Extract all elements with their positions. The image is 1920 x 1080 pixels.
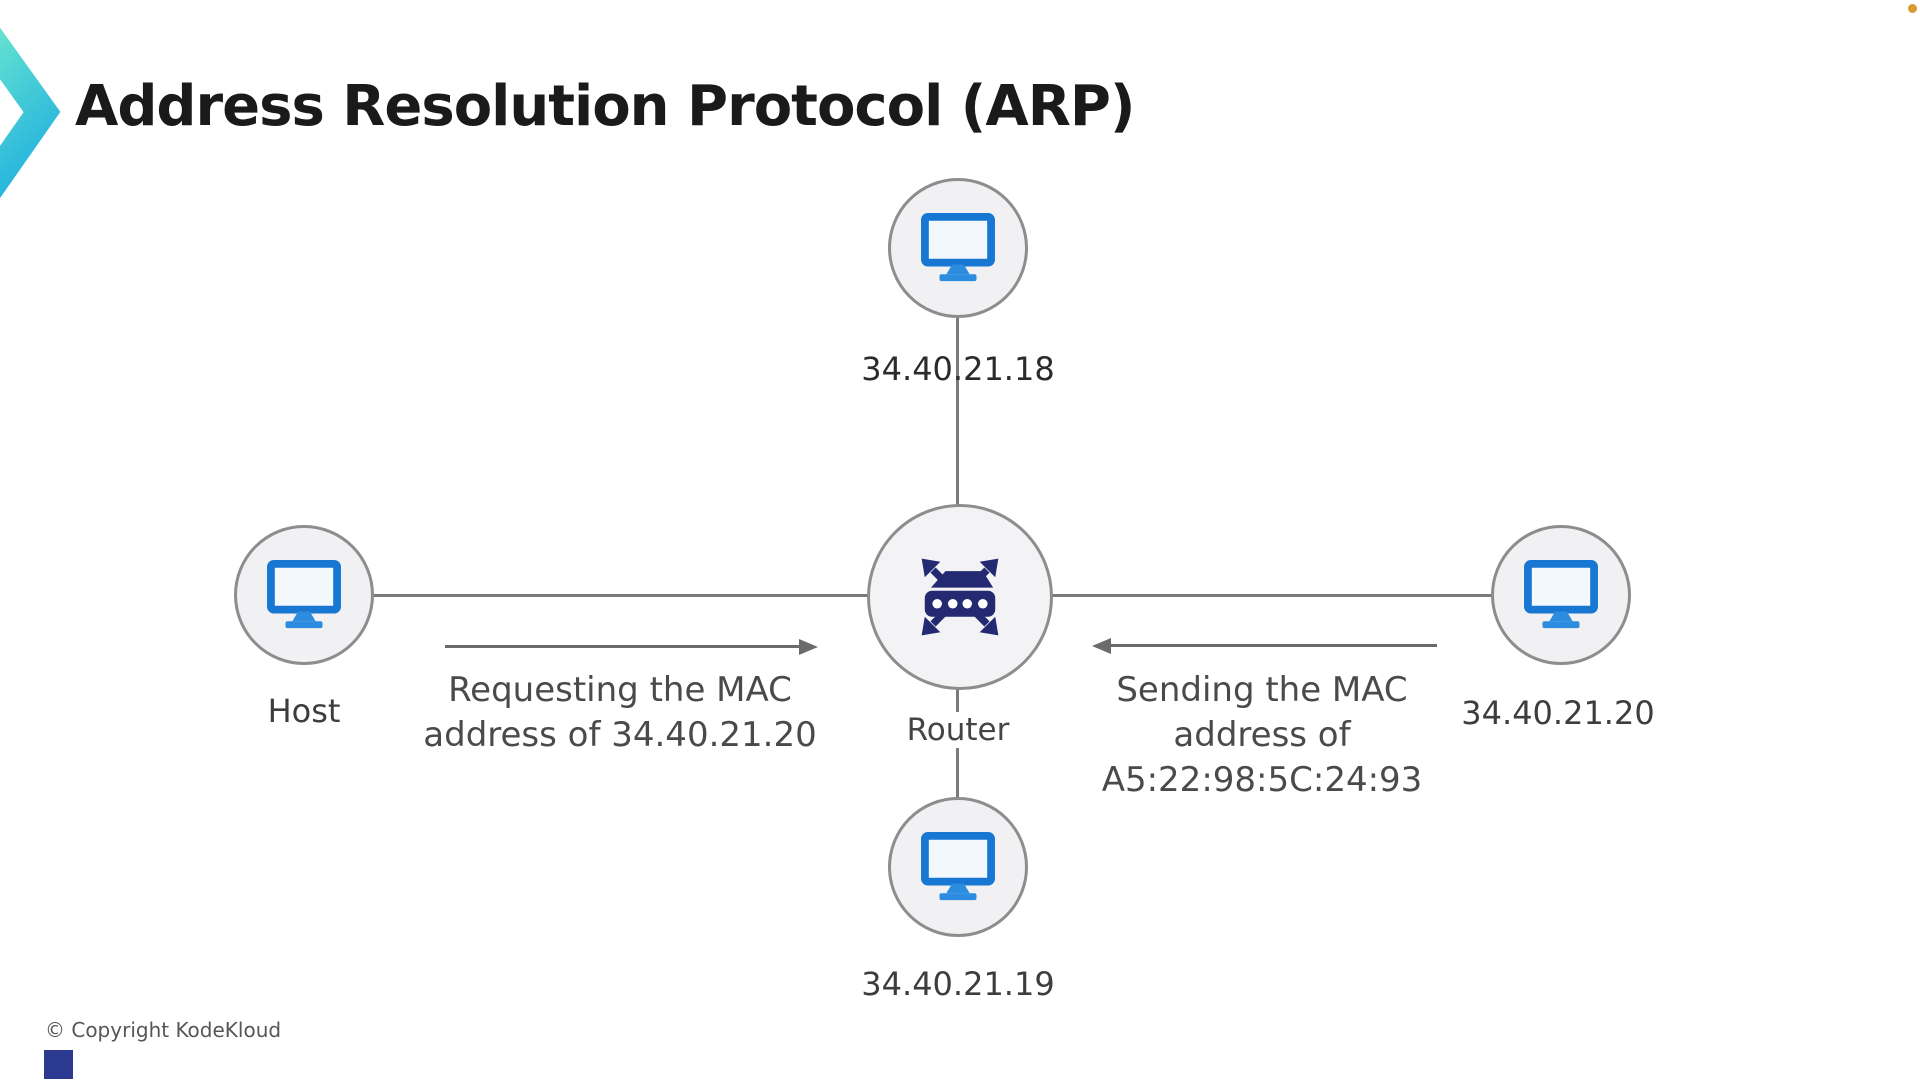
computer-icon [921, 831, 995, 901]
link-host-router [374, 594, 869, 597]
corner-accent-square [44, 1050, 73, 1079]
computer-icon [1524, 559, 1598, 629]
node-host-top [888, 178, 1028, 318]
corner-dot [1908, 4, 1917, 13]
node-host-right [1491, 525, 1631, 665]
node-label-right: 34.40.21.20 [1461, 694, 1655, 732]
request-caption-line2: address of 34.40.21.20 [423, 715, 817, 755]
page-title: Address Resolution Protocol (ARP) [75, 74, 1135, 139]
kodekloud-chevron-icon [0, 27, 61, 199]
response-caption-line1: Sending the MAC [1116, 670, 1408, 710]
link-router-right [1051, 594, 1492, 597]
computer-icon [921, 212, 995, 282]
response-caption: Sending the MAC address of A5:22:98:5C:2… [1102, 668, 1423, 803]
node-label-router: Router [896, 712, 1020, 748]
computer-icon [267, 559, 341, 629]
node-label-bottom: 34.40.21.19 [861, 965, 1055, 1003]
node-label-left: Host [267, 692, 341, 730]
response-arrow [1110, 644, 1437, 647]
response-caption-line3: A5:22:98:5C:24:93 [1101, 760, 1423, 800]
request-arrow [445, 645, 801, 648]
request-caption: Requesting the MAC address of 34.40.21.2… [423, 668, 816, 758]
copyright-text: © Copyright KodeKloud [45, 1018, 282, 1042]
response-arrowhead-icon [1092, 638, 1111, 654]
node-host-bottom [888, 797, 1028, 937]
router-icon [921, 558, 999, 636]
node-host-left [234, 525, 374, 665]
node-label-top: 34.40.21.18 [861, 350, 1055, 388]
link-top-router [956, 318, 959, 508]
response-caption-line2: address of [1173, 715, 1351, 755]
node-router [867, 504, 1053, 690]
request-caption-line1: Requesting the MAC [448, 670, 792, 710]
request-arrowhead-icon [799, 639, 818, 655]
